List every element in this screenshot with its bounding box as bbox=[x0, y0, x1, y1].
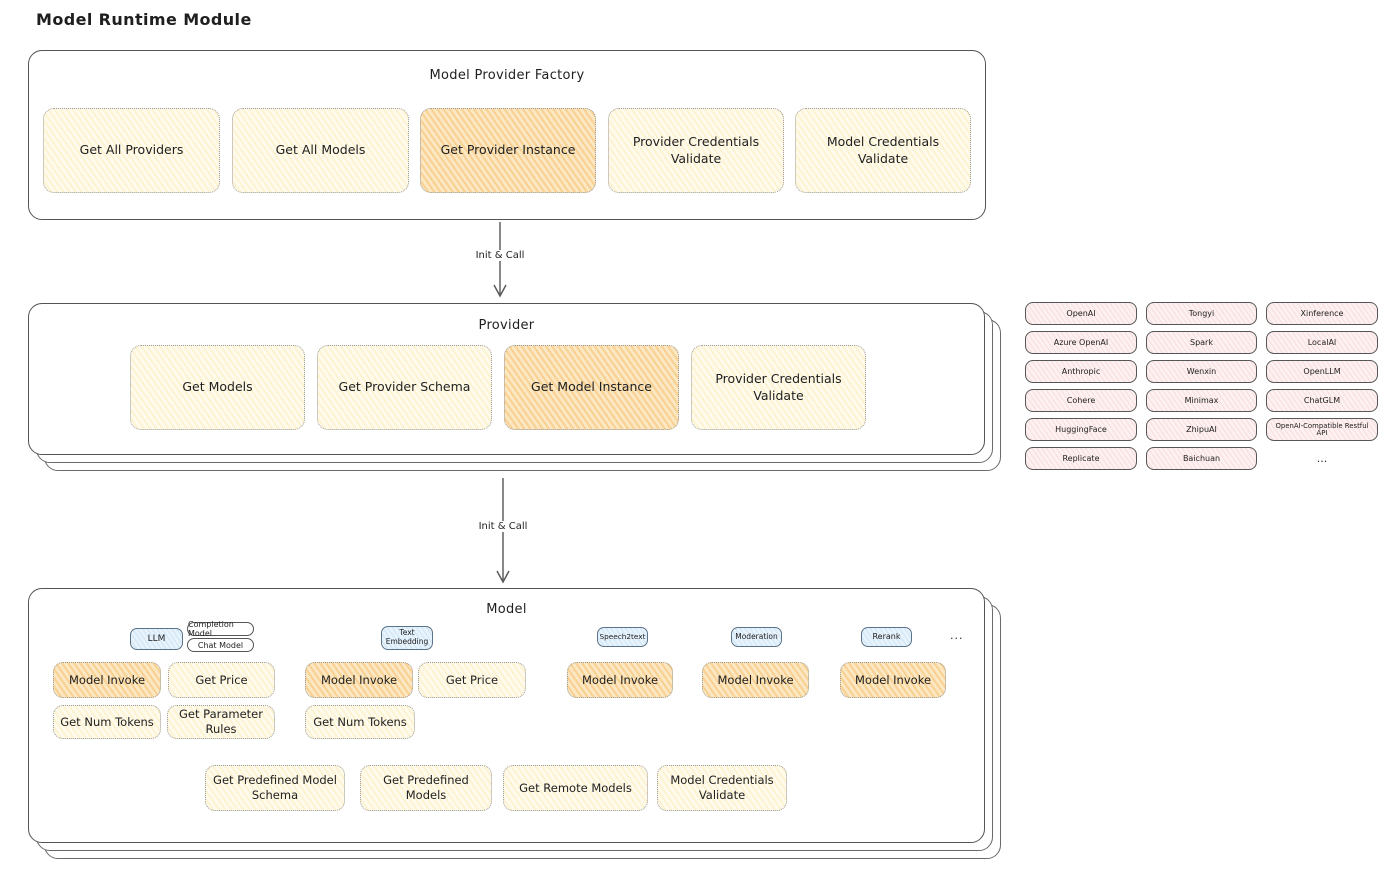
provider-btn-provider-credentials-validate: Provider Credentials Validate bbox=[691, 345, 866, 430]
factory-btn-provider-credentials-validate: Provider Credentials Validate bbox=[608, 108, 784, 193]
provider-pill: Minimax bbox=[1146, 389, 1257, 412]
model-title: Model bbox=[486, 602, 527, 617]
provider-pill: OpenAI-Compatible Restful API bbox=[1266, 418, 1378, 441]
factory-btn-get-all-providers: Get All Providers bbox=[43, 108, 220, 193]
provider-pill: OpenLLM bbox=[1266, 360, 1378, 383]
provider-pill: ChatGLM bbox=[1266, 389, 1378, 412]
provider-title: Provider bbox=[478, 318, 535, 333]
factory-btn-get-provider-instance: Get Provider Instance bbox=[420, 108, 596, 193]
tag-rerank: Rerank bbox=[861, 627, 912, 647]
provider-pill: LocalAI bbox=[1266, 331, 1378, 354]
speech2text-model-invoke: Model Invoke bbox=[567, 662, 673, 698]
llm-get-parameter-rules: Get Parameter Rules bbox=[167, 705, 275, 739]
provider-pill: Tongyi bbox=[1146, 302, 1257, 325]
model-tags-ellipsis: ... bbox=[950, 629, 964, 642]
llm-get-price: Get Price bbox=[168, 662, 275, 698]
embedding-get-num-tokens: Get Num Tokens bbox=[305, 705, 415, 739]
tag-speech2text: Speech2text bbox=[597, 627, 648, 647]
llm-model-invoke: Model Invoke bbox=[53, 662, 161, 698]
provider-pill: Spark bbox=[1146, 331, 1257, 354]
model-get-predefined-models: Get Predefined Models bbox=[360, 765, 492, 811]
factory-btn-get-all-models: Get All Models bbox=[232, 108, 409, 193]
tag-chat-model: Chat Model bbox=[187, 638, 254, 652]
provider-pill: ZhipuAI bbox=[1146, 418, 1257, 441]
providers-list: OpenAI Tongyi Xinference Azure OpenAI Sp… bbox=[1025, 302, 1378, 470]
provider-pill: Xinference bbox=[1266, 302, 1378, 325]
model-get-remote-models: Get Remote Models bbox=[503, 765, 648, 811]
providers-more-ellipsis: ... bbox=[1316, 452, 1328, 465]
tag-text-embedding: Text Embedding bbox=[381, 626, 433, 650]
provider-pill: Anthropic bbox=[1025, 360, 1137, 383]
factory-title: Model Provider Factory bbox=[429, 68, 585, 83]
model-credentials-validate: Model Credentials Validate bbox=[657, 765, 787, 811]
provider-pill: Baichuan bbox=[1146, 447, 1257, 470]
factory-btn-model-credentials-validate: Model Credentials Validate bbox=[795, 108, 971, 193]
tag-completion-model: Completion Model bbox=[187, 620, 254, 638]
embedding-model-invoke: Model Invoke bbox=[305, 662, 413, 698]
tag-moderation: Moderation bbox=[731, 627, 782, 647]
provider-btn-get-provider-schema: Get Provider Schema bbox=[317, 345, 492, 430]
llm-get-num-tokens: Get Num Tokens bbox=[53, 705, 161, 739]
model-get-predefined-model-schema: Get Predefined Model Schema bbox=[205, 765, 345, 811]
provider-pill: Wenxin bbox=[1146, 360, 1257, 383]
provider-pill: Cohere bbox=[1025, 389, 1137, 412]
page-title: Model Runtime Module bbox=[36, 10, 252, 29]
provider-pill: Replicate bbox=[1025, 447, 1137, 470]
provider-pill: Azure OpenAI bbox=[1025, 331, 1137, 354]
arrow1-label: Init & Call bbox=[470, 250, 530, 261]
provider-pill: OpenAI bbox=[1025, 302, 1137, 325]
provider-pill: HuggingFace bbox=[1025, 418, 1137, 441]
tag-llm: LLM bbox=[130, 628, 183, 650]
provider-btn-get-model-instance: Get Model Instance bbox=[504, 345, 679, 430]
rerank-model-invoke: Model Invoke bbox=[840, 662, 946, 698]
embedding-get-price: Get Price bbox=[418, 662, 526, 698]
moderation-model-invoke: Model Invoke bbox=[702, 662, 809, 698]
provider-btn-get-models: Get Models bbox=[130, 345, 305, 430]
arrow2-label: Init & Call bbox=[473, 521, 533, 532]
